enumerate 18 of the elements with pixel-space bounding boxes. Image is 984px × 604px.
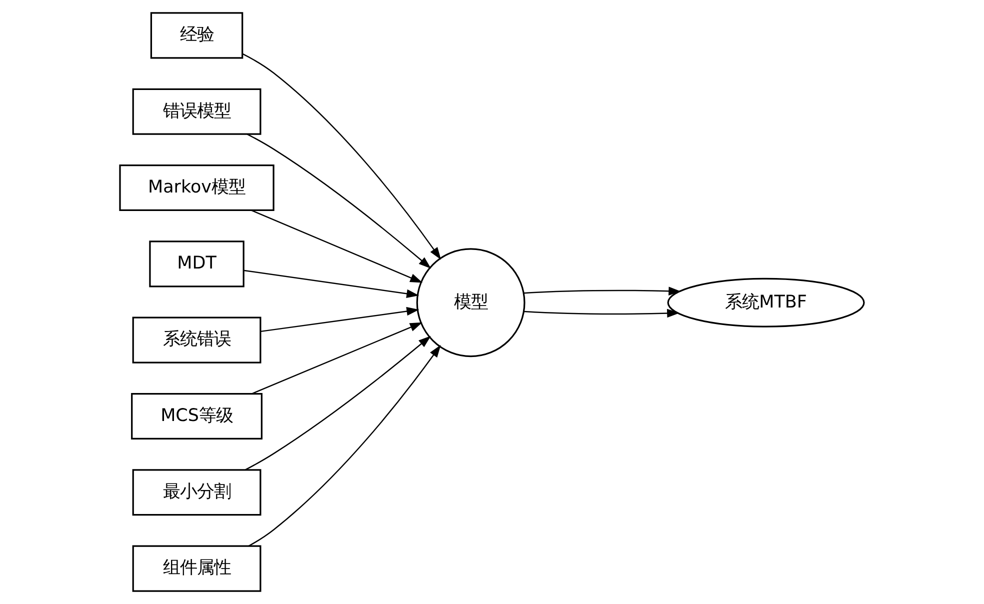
arrow bbox=[524, 308, 680, 318]
arrow bbox=[524, 286, 682, 296]
arrow bbox=[248, 344, 441, 546]
node-box: 错误模型 bbox=[132, 88, 262, 135]
arrow bbox=[260, 306, 420, 332]
node-box: Markov模型 bbox=[119, 164, 274, 212]
arrow bbox=[244, 270, 420, 298]
node-box: MDT bbox=[149, 240, 244, 288]
node-box: 最小分割 bbox=[132, 469, 262, 516]
node-box: MCS等级 bbox=[131, 392, 262, 440]
node-box: 组件属性 bbox=[132, 545, 262, 592]
arrow bbox=[251, 210, 423, 283]
arrow bbox=[246, 134, 432, 269]
arrow bbox=[252, 322, 422, 394]
arrow bbox=[242, 53, 442, 260]
node-box: 经验 bbox=[150, 12, 244, 59]
node-box: 系统错误 bbox=[132, 316, 262, 364]
arrow bbox=[245, 336, 431, 470]
